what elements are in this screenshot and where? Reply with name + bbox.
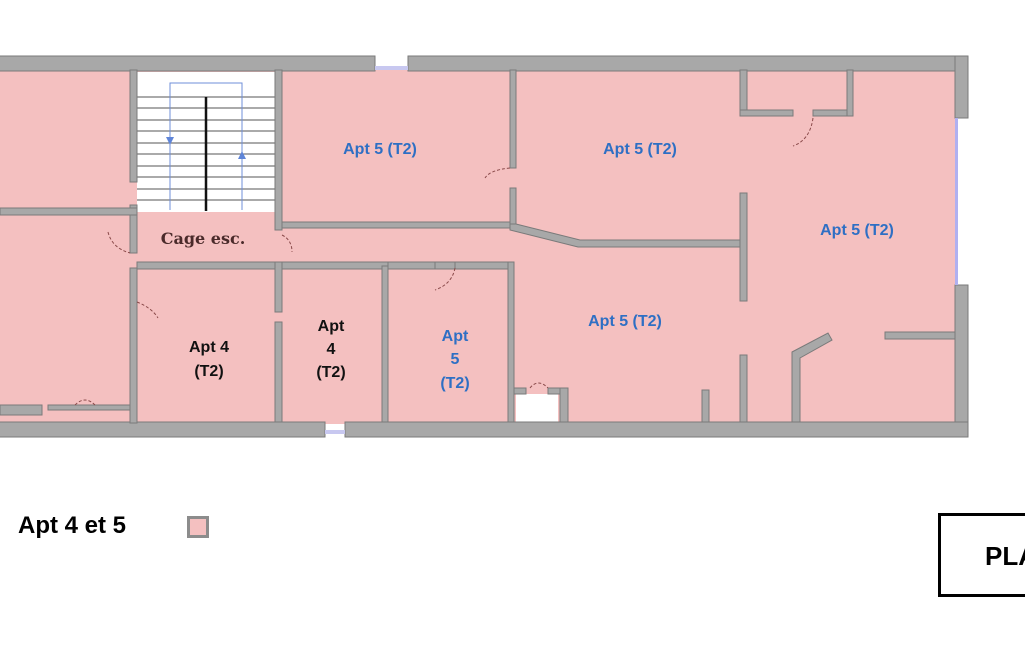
room-label-apt4: Apt (318, 318, 345, 335)
staircase (137, 72, 275, 212)
room-label-apt5: Apt 5 (T2) (588, 313, 662, 330)
room-label-apt5: Apt 5 (T2) (343, 141, 417, 158)
room-label-apt4: 4 (327, 341, 336, 358)
room-label-apt5: Apt (442, 328, 469, 345)
legend-label: Apt 4 et 5 (18, 512, 127, 539)
room-label-apt5: Apt 5 (T2) (603, 141, 677, 158)
plan-title-box: PLA (938, 513, 1025, 597)
room-label-apt5: Apt 5 (T2) (820, 222, 894, 239)
room-label-apt5: 5 (451, 351, 460, 368)
arrow-down-icon (166, 137, 174, 145)
room-label-apt4: (T2) (316, 364, 345, 381)
stair-label: Cage esc. (161, 229, 246, 248)
room-label-apt4: (T2) (194, 363, 223, 380)
room-label-apt4: Apt 4 (189, 339, 229, 356)
plan-title: PLA (985, 541, 1025, 571)
room-labels: Apt 5 (T2) Apt 5 (T2) Apt 5 (T2) Apt 5 (… (189, 141, 894, 392)
doors (74, 117, 814, 406)
walls (0, 55, 969, 438)
arrow-up-icon (238, 151, 246, 159)
room-label-apt5: (T2) (440, 375, 469, 392)
legend-swatch (187, 516, 209, 538)
